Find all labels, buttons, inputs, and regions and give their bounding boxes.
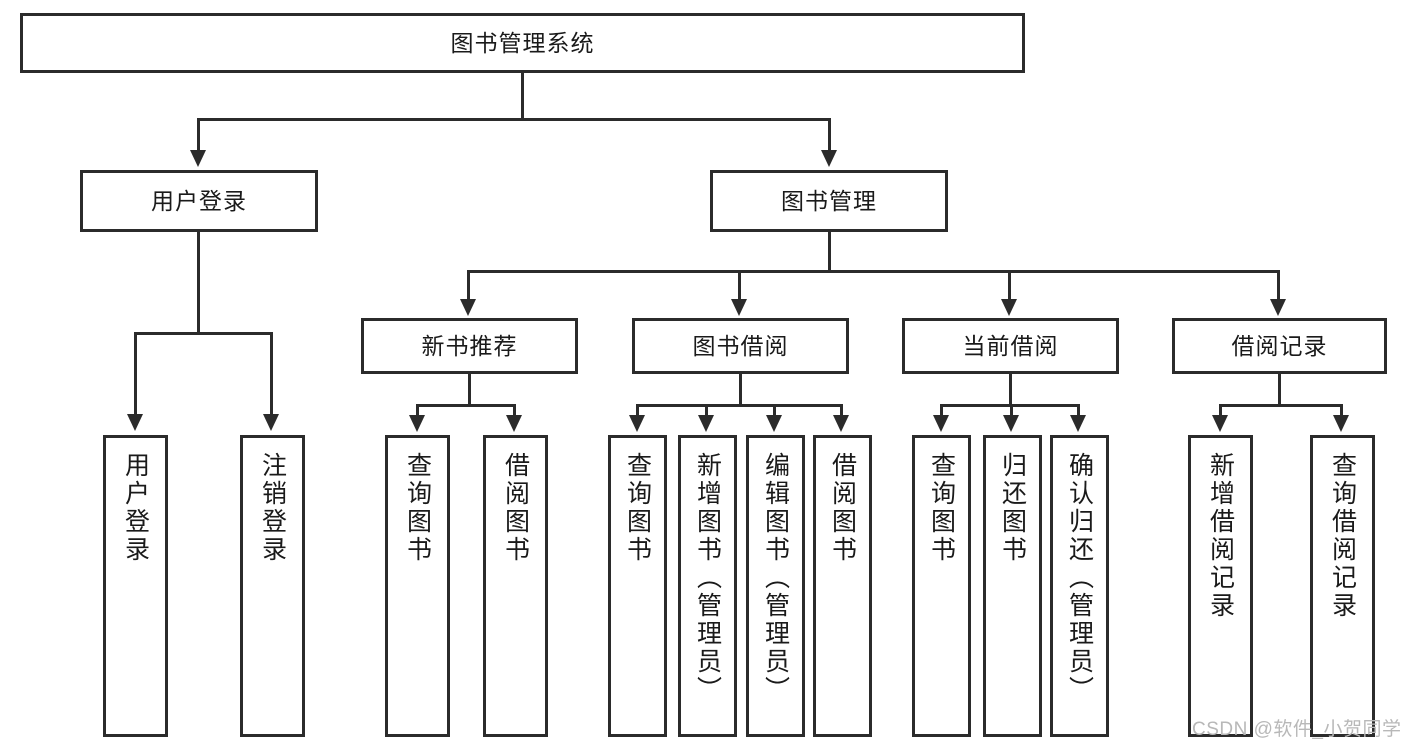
node-leaf-cb-return-label: 归还图书	[998, 452, 1027, 564]
node-leaf-nb-query-label: 查询图书	[403, 452, 432, 564]
arrowhead-book-manage	[821, 150, 837, 167]
node-book-manage-label: 图书管理	[781, 187, 877, 214]
node-leaf-br-query-label: 查询借阅记录	[1328, 452, 1357, 620]
arrowhead-leaf-cb-query	[933, 415, 949, 432]
node-leaf-bb-add-label: 新增图书（管理员）	[693, 452, 722, 704]
edge-root-bus	[197, 118, 831, 121]
node-leaf-br-add-label: 新增借阅记录	[1206, 452, 1235, 620]
node-borrow-record[interactable]: 借阅记录	[1172, 318, 1387, 374]
node-leaf-bb-query-label: 查询图书	[623, 452, 652, 564]
edge-book-borrow-drop-2	[705, 404, 708, 418]
arrowhead-leaf-br-add	[1212, 415, 1228, 432]
arrowhead-leaf-br-query	[1333, 415, 1349, 432]
edge-new-book-rec-drop-1	[416, 404, 419, 418]
edge-user-login-stem	[197, 232, 200, 332]
edge-new-book-rec-drop-2	[513, 404, 516, 418]
edge-user-login-bus	[134, 332, 271, 335]
edge-current-borrow-drop-1	[940, 404, 943, 418]
edge-current-borrow-drop-3	[1077, 404, 1080, 418]
node-book-borrow-label: 图书借阅	[692, 332, 789, 359]
arrowhead-leaf-nb-query	[409, 415, 425, 432]
edge-book-manage-bus	[467, 270, 1280, 273]
node-leaf-cb-confirm[interactable]: 确认归还（管理员）	[1050, 435, 1109, 737]
node-leaf-nb-borrow[interactable]: 借阅图书	[483, 435, 548, 737]
arrowhead-leaf-user-login	[127, 414, 143, 431]
edge-user-login-drop-2	[270, 332, 273, 417]
arrowhead-leaf-cb-return	[1003, 415, 1019, 432]
edge-book-borrow-stem	[739, 374, 742, 404]
node-leaf-user-logout-label: 注销登录	[258, 452, 287, 564]
arrowhead-borrow-record	[1270, 299, 1286, 316]
edge-new-book-rec-bus	[416, 404, 515, 407]
node-book-manage[interactable]: 图书管理	[710, 170, 948, 232]
node-leaf-user-login-label: 用户登录	[121, 452, 150, 564]
arrowhead-leaf-nb-borrow	[506, 415, 522, 432]
node-borrow-record-label: 借阅记录	[1231, 332, 1328, 359]
node-leaf-user-login[interactable]: 用户登录	[103, 435, 168, 737]
node-leaf-cb-query[interactable]: 查询图书	[912, 435, 971, 737]
node-leaf-nb-borrow-label: 借阅图书	[501, 452, 530, 564]
node-leaf-bb-borrow-label: 借阅图书	[828, 452, 857, 564]
node-leaf-bb-borrow[interactable]: 借阅图书	[813, 435, 872, 737]
edge-book-borrow-drop-1	[636, 404, 639, 418]
node-leaf-br-add[interactable]: 新增借阅记录	[1188, 435, 1253, 737]
node-user-login-label: 用户登录	[151, 187, 247, 214]
edge-book-borrow-drop-3	[773, 404, 776, 418]
edge-current-borrow-stem	[1009, 374, 1012, 404]
edge-new-book-rec-stem	[468, 374, 471, 404]
edge-book-borrow-drop-4	[840, 404, 843, 418]
csdn-watermark: CSDN @软件_小贺同学	[1192, 719, 1402, 740]
edge-book-manage-drop-4	[1277, 270, 1280, 302]
edge-root-stem	[521, 73, 524, 118]
arrowhead-book-borrow	[731, 299, 747, 316]
arrowhead-leaf-cb-confirm	[1070, 415, 1086, 432]
edge-borrow-record-stem	[1278, 374, 1281, 404]
node-new-book-rec[interactable]: 新书推荐	[361, 318, 578, 374]
edge-book-manage-drop-3	[1008, 270, 1011, 302]
node-current-borrow[interactable]: 当前借阅	[902, 318, 1119, 374]
edge-root-to-user-login	[197, 118, 200, 153]
node-leaf-br-query[interactable]: 查询借阅记录	[1310, 435, 1375, 737]
arrowhead-leaf-bb-query	[629, 415, 645, 432]
edge-borrow-record-bus	[1219, 404, 1343, 407]
node-current-borrow-label: 当前借阅	[962, 332, 1059, 359]
arrowhead-new-book-rec	[460, 299, 476, 316]
arrowhead-user-login	[190, 150, 206, 167]
arrowhead-leaf-user-logout	[263, 414, 279, 431]
node-book-borrow[interactable]: 图书借阅	[632, 318, 849, 374]
arrowhead-leaf-bb-borrow	[833, 415, 849, 432]
edge-current-borrow-drop-2	[1010, 404, 1013, 418]
arrowhead-leaf-bb-add	[698, 415, 714, 432]
node-leaf-bb-add[interactable]: 新增图书（管理员）	[678, 435, 737, 737]
edge-user-login-drop-1	[134, 332, 137, 417]
node-leaf-nb-query[interactable]: 查询图书	[385, 435, 450, 737]
arrowhead-current-borrow	[1001, 299, 1017, 316]
edge-book-manage-stem	[828, 232, 831, 270]
edge-root-to-book-manage	[828, 118, 831, 153]
edge-book-borrow-bus	[636, 404, 843, 407]
arrowhead-leaf-bb-edit	[766, 415, 782, 432]
node-user-login[interactable]: 用户登录	[80, 170, 318, 232]
edge-borrow-record-drop-2	[1340, 404, 1343, 418]
node-leaf-cb-return[interactable]: 归还图书	[983, 435, 1042, 737]
node-root[interactable]: 图书管理系统	[20, 13, 1025, 73]
edge-book-manage-drop-2	[738, 270, 741, 302]
node-leaf-cb-confirm-label: 确认归还（管理员）	[1065, 452, 1094, 704]
node-root-label: 图书管理系统	[450, 29, 595, 56]
edge-book-manage-drop-1	[467, 270, 470, 302]
node-leaf-cb-query-label: 查询图书	[927, 452, 956, 564]
edge-borrow-record-drop-1	[1219, 404, 1222, 418]
node-new-book-rec-label: 新书推荐	[421, 332, 518, 359]
node-leaf-bb-query[interactable]: 查询图书	[608, 435, 667, 737]
node-leaf-bb-edit-label: 编辑图书（管理员）	[761, 452, 790, 704]
node-leaf-bb-edit[interactable]: 编辑图书（管理员）	[746, 435, 805, 737]
node-leaf-user-logout[interactable]: 注销登录	[240, 435, 305, 737]
